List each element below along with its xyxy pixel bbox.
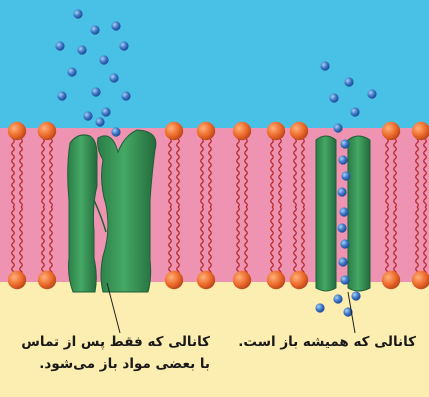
ion — [90, 25, 99, 34]
ion — [119, 41, 128, 50]
ion — [55, 41, 64, 50]
ion — [337, 223, 346, 232]
ion — [337, 187, 346, 196]
ion — [338, 155, 347, 164]
ion — [91, 87, 100, 96]
ion — [101, 107, 110, 116]
ion — [333, 294, 342, 303]
ion — [344, 77, 353, 86]
gated-channel-label: کانالی که فقط پس از تماس با بعضی مواد با… — [20, 331, 210, 375]
ion — [121, 91, 130, 100]
ion — [57, 91, 66, 100]
ion — [338, 257, 347, 266]
open-channel-label: کانالی که همیشه باز است. — [246, 331, 416, 353]
phospholipid-head — [233, 271, 251, 289]
open-channel-left-subunit — [316, 136, 336, 291]
phospholipid-head — [267, 122, 285, 140]
gated-channel-label-line1: کانالی که فقط پس از تماس — [20, 331, 210, 353]
ion — [77, 45, 86, 54]
ion — [340, 139, 349, 148]
ion — [367, 89, 376, 98]
gated-channel-left-subunit — [68, 135, 97, 292]
gated-channel-protein — [68, 130, 156, 292]
phospholipid-head — [290, 122, 308, 140]
open-channel-label-text: کانالی که همیشه باز است. — [246, 331, 416, 353]
ion — [340, 275, 349, 284]
ion — [341, 171, 350, 180]
phospholipid-head — [382, 122, 400, 140]
ion — [350, 107, 359, 116]
phospholipid-head — [267, 271, 285, 289]
phospholipid-head — [233, 122, 251, 140]
ion — [111, 21, 120, 30]
ion — [329, 93, 338, 102]
ion — [351, 291, 360, 300]
ion — [339, 207, 348, 216]
extracellular-fluid — [0, 0, 429, 132]
ion — [109, 73, 118, 82]
phospholipid-head — [382, 271, 400, 289]
phospholipid-head — [197, 271, 215, 289]
phospholipid-head — [8, 271, 26, 289]
ion — [315, 303, 324, 312]
phospholipid-head — [165, 122, 183, 140]
gated-channel-label-line2: با بعضی مواد باز می‌شود. — [20, 353, 210, 375]
ion — [320, 61, 329, 70]
ion — [333, 123, 342, 132]
open-channel-right-subunit — [348, 136, 370, 291]
phospholipid-head — [290, 271, 308, 289]
phospholipid-head — [38, 271, 56, 289]
ion — [73, 9, 82, 18]
ion — [99, 55, 108, 64]
ion — [83, 111, 92, 120]
phospholipid-head — [197, 122, 215, 140]
ion — [340, 239, 349, 248]
phospholipid-head — [165, 271, 183, 289]
ion — [95, 117, 104, 126]
ion — [67, 67, 76, 76]
phospholipid-head — [38, 122, 56, 140]
phospholipid-head — [8, 122, 26, 140]
ion — [111, 127, 120, 136]
